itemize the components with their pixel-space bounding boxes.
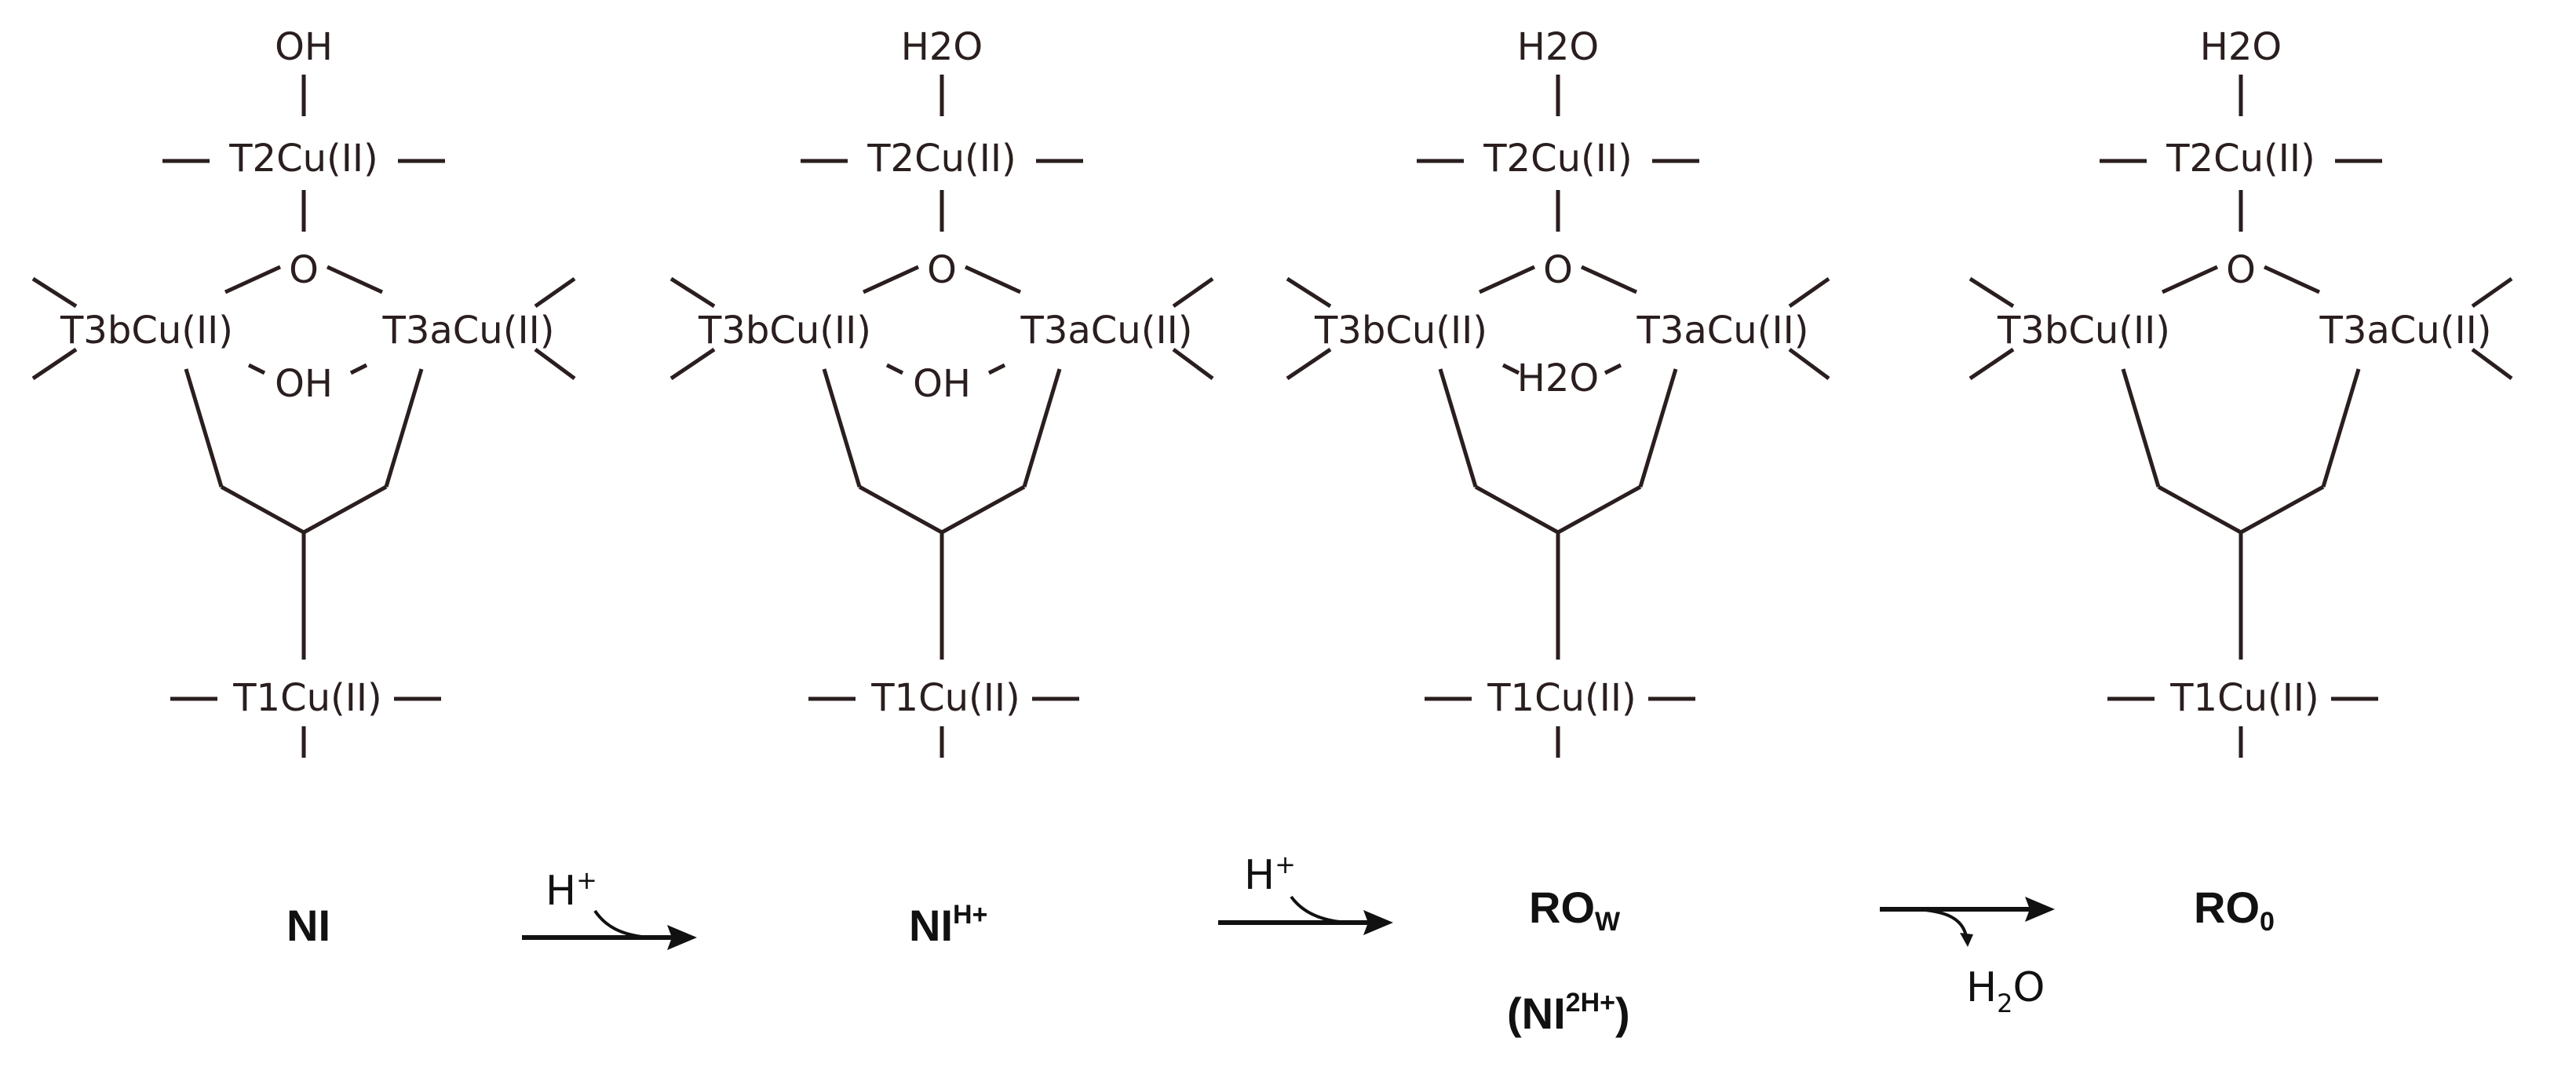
top-ligand: H2O xyxy=(1517,25,1599,69)
structure-ni-h: H2O T2Cu(II) O T3bCu(II) T3aCu(II) OH T1… xyxy=(671,25,1213,758)
state-label-ni: NI xyxy=(286,901,330,950)
reagent-main: H xyxy=(545,868,576,915)
t3b-copper-label: T3bCu(II) xyxy=(1997,309,2170,353)
state-label-ro-w: ROW xyxy=(1529,883,1621,937)
reaction-arrow-step1: H+ xyxy=(522,865,697,950)
structure-ro-0: H2O T2Cu(II) O T3bCu(II) T3aCu(II) T1Cu(… xyxy=(1970,25,2512,758)
structure-ni: OH T2Cu(II) O T3bCu(II) T3aCu(II) OH T1C… xyxy=(33,25,575,758)
state-main: NI xyxy=(909,901,953,950)
t1-copper-label: T1Cu(II) xyxy=(870,676,1020,720)
state-superscript: H+ xyxy=(953,900,987,930)
reaction-arrow-step2: H+ xyxy=(1218,850,1393,935)
state-label-ro-0: RO0 xyxy=(2194,883,2275,937)
state-close: ) xyxy=(1615,989,1630,1038)
inner-ligand: OH xyxy=(913,362,971,406)
state-main: RO xyxy=(2194,883,2260,932)
bridging-oxygen: O xyxy=(927,248,957,292)
t3b-copper-label: T3bCu(II) xyxy=(698,309,871,353)
t2-copper-label: T2Cu(II) xyxy=(867,137,1016,181)
t3a-copper-label: T3aCu(II) xyxy=(382,309,555,353)
t3a-copper-label: T3aCu(II) xyxy=(2319,309,2492,353)
t1-copper-label: T1Cu(II) xyxy=(2169,676,2319,720)
t2-copper-label: T2Cu(II) xyxy=(2166,137,2315,181)
reagent-label: H+ xyxy=(1244,850,1296,899)
bridging-oxygen: O xyxy=(289,248,319,292)
state-main: RO xyxy=(1529,883,1595,932)
state-open: (NI xyxy=(1507,989,1566,1038)
structure-ro-w: H2O T2Cu(II) O T3bCu(II) T3aCu(II) H2O T… xyxy=(1287,25,1829,758)
t3b-copper-label: T3bCu(II) xyxy=(60,309,233,353)
t3a-copper-label: T3aCu(II) xyxy=(1020,309,1193,353)
reagent-superscript: + xyxy=(1275,850,1296,879)
product-label: H2O xyxy=(1966,964,2045,1018)
t2-copper-label: T2Cu(II) xyxy=(228,137,378,181)
state-subscript: W xyxy=(1595,907,1621,937)
state-label-ni-2h: (NI2H+) xyxy=(1507,988,1630,1038)
product-end: O xyxy=(2012,964,2045,1011)
bridging-oxygen: O xyxy=(2226,248,2256,292)
t1-copper-label: T1Cu(II) xyxy=(1487,676,1636,720)
t1-copper-label: T1Cu(II) xyxy=(232,676,382,720)
t3a-copper-label: T3aCu(II) xyxy=(1636,309,1809,353)
top-ligand: H2O xyxy=(901,25,983,69)
t2-copper-label: T2Cu(II) xyxy=(1483,137,1633,181)
product-main: H xyxy=(1966,964,1997,1011)
product-subscript: 2 xyxy=(1997,989,2012,1018)
reagent-main: H xyxy=(1244,852,1275,899)
reagent-superscript: + xyxy=(576,865,597,895)
state-superscript: 2H+ xyxy=(1566,988,1615,1018)
inner-ligand: OH xyxy=(275,362,333,406)
state-subscript: 0 xyxy=(2260,907,2275,937)
top-ligand: OH xyxy=(275,25,333,69)
state-label-ni-h: NIH+ xyxy=(909,900,987,950)
top-ligand: H2O xyxy=(2200,25,2282,69)
reagent-label: H+ xyxy=(545,865,597,915)
bridging-oxygen: O xyxy=(1543,248,1573,292)
inner-ligand: H2O xyxy=(1517,356,1599,400)
reaction-arrow-step3: H2O xyxy=(1880,897,2055,1018)
t3b-copper-label: T3bCu(II) xyxy=(1314,309,1487,353)
